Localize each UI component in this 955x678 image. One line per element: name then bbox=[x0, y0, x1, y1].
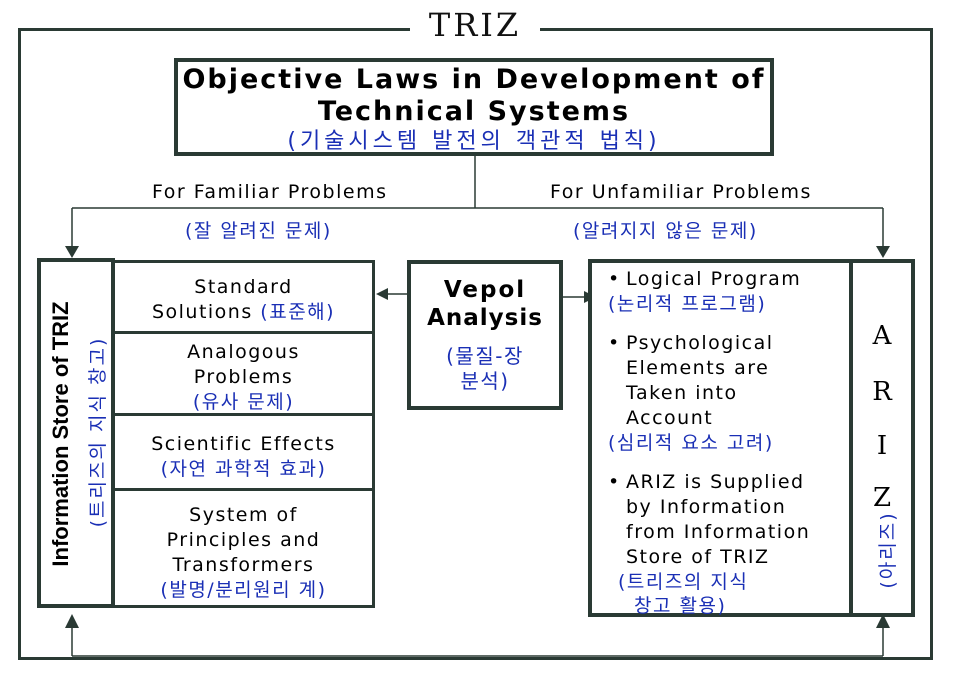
psych-line2: Elements are bbox=[626, 357, 770, 379]
title-background bbox=[410, 10, 540, 46]
analogous-korean: (유사 문제) bbox=[192, 391, 295, 413]
standard-solutions-cell: Standard Solutions (표준해) bbox=[112, 260, 375, 334]
objective-laws-line2: Technical Systems bbox=[317, 96, 631, 127]
objective-laws-box: Objective Laws in Development of Technic… bbox=[174, 58, 774, 156]
standard-line2: Solutions bbox=[151, 301, 253, 323]
psych-korean: (심리적 요소 고려) bbox=[608, 432, 774, 454]
vepol-analysis-box: Vepol Analysis (물질-장 분석) bbox=[407, 260, 563, 410]
bullet-psychological: • bbox=[608, 332, 621, 354]
logical-program-text: Logical Program bbox=[626, 268, 802, 290]
analogous-line2: Problems bbox=[193, 366, 294, 388]
bottom-left-up-arrowhead bbox=[65, 614, 79, 628]
left-down-arrowhead bbox=[65, 246, 79, 258]
standard-korean: (표준해) bbox=[260, 301, 336, 323]
scientific-effects-cell: Scientific Effects (자연 과학적 효과) bbox=[112, 413, 375, 491]
logical-program-korean: (논리적 프로그램) bbox=[608, 293, 767, 315]
ariz-supplied-line1: ARIZ is Supplied bbox=[626, 471, 805, 493]
objective-laws-korean: (기술시스템 발전의 객관적 법칙) bbox=[287, 129, 661, 154]
ariz-supplied-korean1: (트리즈의 지식 bbox=[618, 571, 749, 593]
system-line2: Principles and bbox=[166, 529, 321, 551]
analogous-line1: Analogous bbox=[187, 341, 300, 363]
psych-line1: Psychological bbox=[626, 332, 774, 354]
bullet-ariz-supplied: • bbox=[608, 471, 621, 493]
system-line3: Transformers bbox=[172, 554, 315, 576]
ariz-box: A R I Z bbox=[849, 259, 915, 617]
ariz-letter-z: Z bbox=[872, 483, 892, 513]
right-down-arrowhead bbox=[876, 246, 890, 258]
vepol-line1: Vepol bbox=[443, 277, 527, 303]
vepol-left-arrowhead bbox=[376, 288, 388, 300]
ariz-supplied-line3: from Information bbox=[626, 521, 811, 543]
ariz-letter-r: R bbox=[872, 377, 892, 407]
scientific-korean: (자연 과학적 효과) bbox=[160, 458, 327, 480]
ariz-supplied-korean2: 창고 활용) bbox=[634, 595, 727, 617]
system-of-principles-cell: System of Principles and Transformers (발… bbox=[112, 488, 375, 608]
vepol-line2: Analysis bbox=[427, 305, 543, 331]
ariz-letter-i: I bbox=[876, 431, 888, 461]
system-korean: (발명/분리원리 계) bbox=[160, 579, 327, 601]
bottom-right-up-arrowhead bbox=[876, 614, 890, 628]
diagram-title: TRIZ bbox=[428, 6, 522, 44]
vepol-korean-line1: (물질-장 bbox=[446, 344, 524, 368]
ariz-supplied-line4: Store of TRIZ bbox=[626, 546, 770, 568]
information-store-label: Information Store of TRIZ bbox=[48, 301, 73, 567]
information-store-box bbox=[37, 258, 115, 608]
scientific-line1: Scientific Effects bbox=[151, 433, 336, 455]
analogous-problems-cell: Analogous Problems (유사 문제) bbox=[112, 331, 375, 416]
ariz-supplied-line2: by Information bbox=[626, 496, 787, 518]
logical-program-box: • Logical Program (논리적 프로그램) • Psycholog… bbox=[588, 259, 853, 617]
unfamiliar-label: For Unfamiliar Problems bbox=[550, 181, 812, 203]
psych-line3: Taken into bbox=[626, 382, 738, 404]
familiar-korean-label: (잘 알려진 문제) bbox=[185, 220, 332, 242]
system-line1: System of bbox=[189, 504, 298, 526]
vepol-korean-line2: 분석) bbox=[460, 369, 510, 393]
standard-line1: Standard bbox=[194, 276, 293, 298]
unfamiliar-korean-label: (알려지지 않은 문제) bbox=[573, 220, 758, 242]
information-store-korean-label: (트리즈의 지식 창고) bbox=[87, 336, 109, 528]
ariz-korean-label: (아리즈) bbox=[877, 511, 899, 589]
ariz-letter-a: A bbox=[872, 321, 892, 351]
objective-laws-line1: Objective Laws in Development of bbox=[182, 64, 766, 95]
familiar-label: For Familiar Problems bbox=[152, 181, 388, 203]
psych-line4: Account bbox=[626, 407, 714, 429]
bullet-logical: • bbox=[608, 268, 621, 290]
